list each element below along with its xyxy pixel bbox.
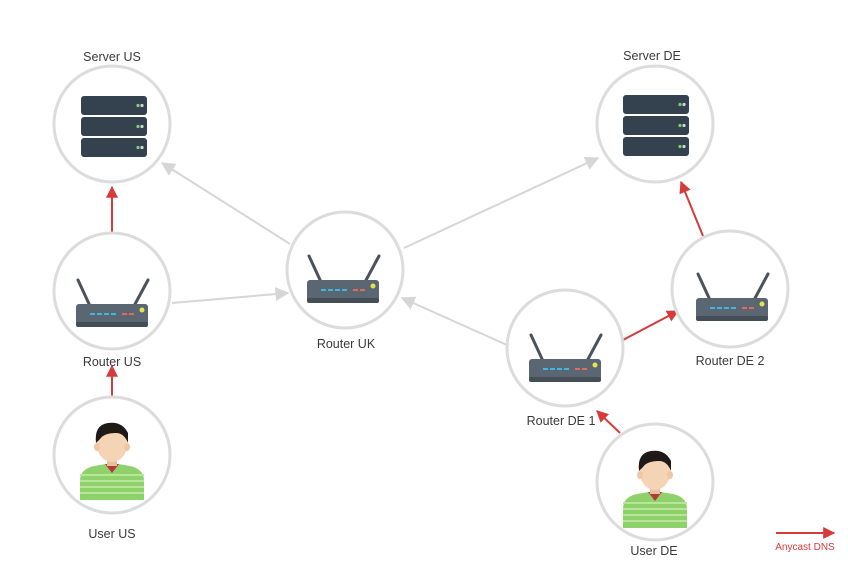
server-icon	[81, 96, 147, 157]
router-uk-label: Router UK	[317, 337, 376, 351]
link-router-us-to-router-uk	[171, 287, 290, 304]
user-us-label: User US	[88, 527, 135, 541]
node-user-us: User US	[52, 395, 172, 541]
node-router-de1: Router DE 1	[505, 288, 625, 428]
node-router-us: Router US	[52, 231, 172, 369]
legend-label: Anycast DNS	[775, 542, 835, 553]
route-router-de2-to-server-de	[679, 180, 704, 237]
connections	[160, 156, 600, 346]
router-de1-label: Router DE 1	[527, 414, 596, 428]
anycast-routes	[106, 180, 704, 434]
router-de2-label: Router DE 2	[696, 354, 765, 368]
link-router-de1-to-router-uk	[400, 296, 508, 346]
user-de-label: User DE	[630, 544, 677, 558]
node-router-uk: Router UK	[285, 210, 405, 351]
server-de-label: Server DE	[623, 49, 681, 63]
link-router-uk-to-server-us	[160, 162, 291, 245]
server-us-label: Server US	[83, 50, 141, 64]
node-user-de: User DE	[595, 422, 715, 558]
route-user-de-to-router-de1	[596, 410, 621, 434]
server-icon	[623, 95, 689, 156]
node-router-de2: Router DE 2	[670, 229, 790, 368]
legend: Anycast DNS	[775, 527, 836, 553]
node-server-de: Server DE	[595, 49, 715, 184]
route-router-de1-to-router-de2	[622, 310, 680, 341]
router-us-label: Router US	[83, 355, 141, 369]
node-server-us: Server US	[52, 50, 172, 184]
link-router-uk-to-server-de	[403, 156, 600, 249]
